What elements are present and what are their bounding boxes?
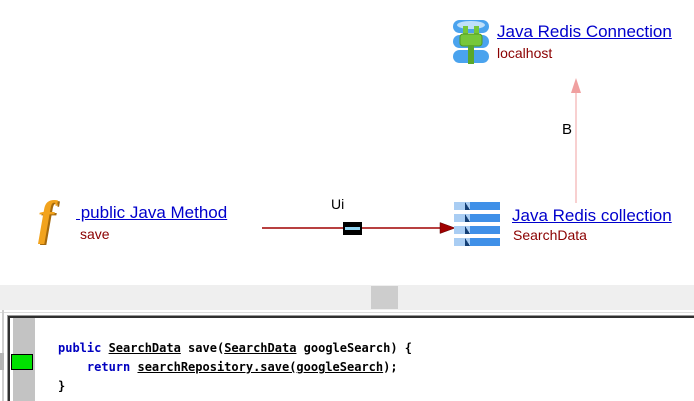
node-sublabel-save: save (80, 226, 110, 242)
code-text: save( (180, 341, 225, 355)
code-line: } (58, 377, 412, 396)
redis-database-icon[interactable] (450, 16, 492, 66)
edge-label-ui: Ui (331, 196, 345, 213)
code-text: return (86, 360, 138, 374)
code-line: public SearchData save(SearchData google… (58, 339, 412, 358)
diagram-edges (262, 78, 581, 235)
pane-separator (0, 312, 694, 313)
code-gutter (11, 318, 35, 401)
left-scrollbar-thumb[interactable] (0, 353, 4, 370)
code-line: return searchRepository.save(googleSearc… (58, 358, 412, 377)
edge-label-b: B (562, 121, 573, 139)
node-sublabel-localhost: localhost (497, 45, 553, 61)
code-lines: public SearchData save(SearchData google… (58, 339, 412, 396)
code-gutter-marker[interactable] (11, 354, 33, 370)
code-text (58, 360, 87, 374)
code-text: public (58, 341, 109, 355)
node-link-java-redis-collection[interactable]: Java Redis collection (512, 206, 672, 225)
edge-midpoint-marker-stripe (345, 227, 360, 230)
code-link[interactable]: SearchData (108, 341, 181, 355)
list-icon[interactable] (454, 202, 500, 246)
horizontal-scrollbar[interactable] (0, 285, 694, 310)
code-text: ); (383, 360, 398, 374)
arrowhead-right-icon (439, 222, 456, 234)
code-text: googleSearch) { (296, 341, 413, 355)
arrowhead-up-icon (571, 78, 581, 93)
function-icon[interactable]: f (38, 192, 54, 245)
code-preview-panel: public SearchData save(SearchData google… (7, 315, 694, 401)
node-link-public-java-method[interactable]: public Java Method (76, 203, 228, 222)
code-text: } (58, 379, 66, 393)
node-sublabel-searchdata: SearchData (513, 227, 587, 243)
code-link[interactable]: SearchData (224, 341, 297, 355)
diagram-canvas[interactable]: Ui B Java Redis Connection localhost f p… (0, 0, 694, 285)
code-link[interactable]: searchRepository.save(googleSearch (137, 360, 384, 374)
horizontal-scrollbar-thumb[interactable] (371, 286, 398, 309)
node-link-java-redis-connection[interactable]: Java Redis Connection (497, 22, 672, 41)
